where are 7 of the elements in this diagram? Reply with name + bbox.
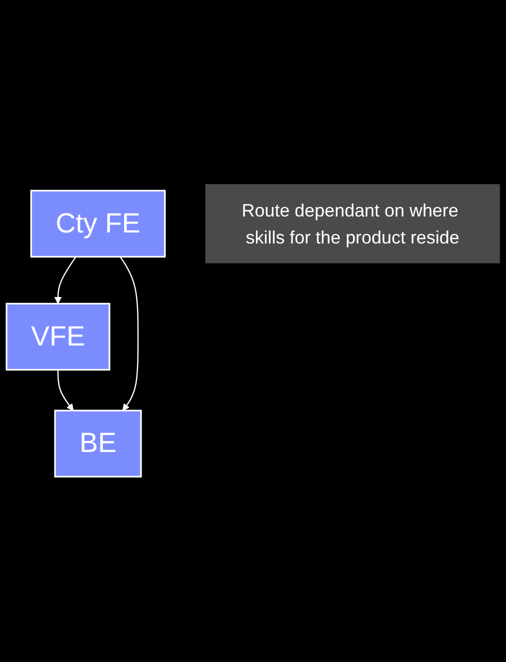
arrow bbox=[120, 256, 139, 412]
arrow bbox=[57, 370, 74, 412]
node-box: BE bbox=[54, 410, 142, 478]
arrow bbox=[54, 256, 76, 304]
node-box: Route dependant on where skills for the product reside bbox=[205, 184, 500, 264]
node-box: VFE bbox=[6, 303, 110, 371]
node-box: Cty FE bbox=[30, 190, 166, 258]
